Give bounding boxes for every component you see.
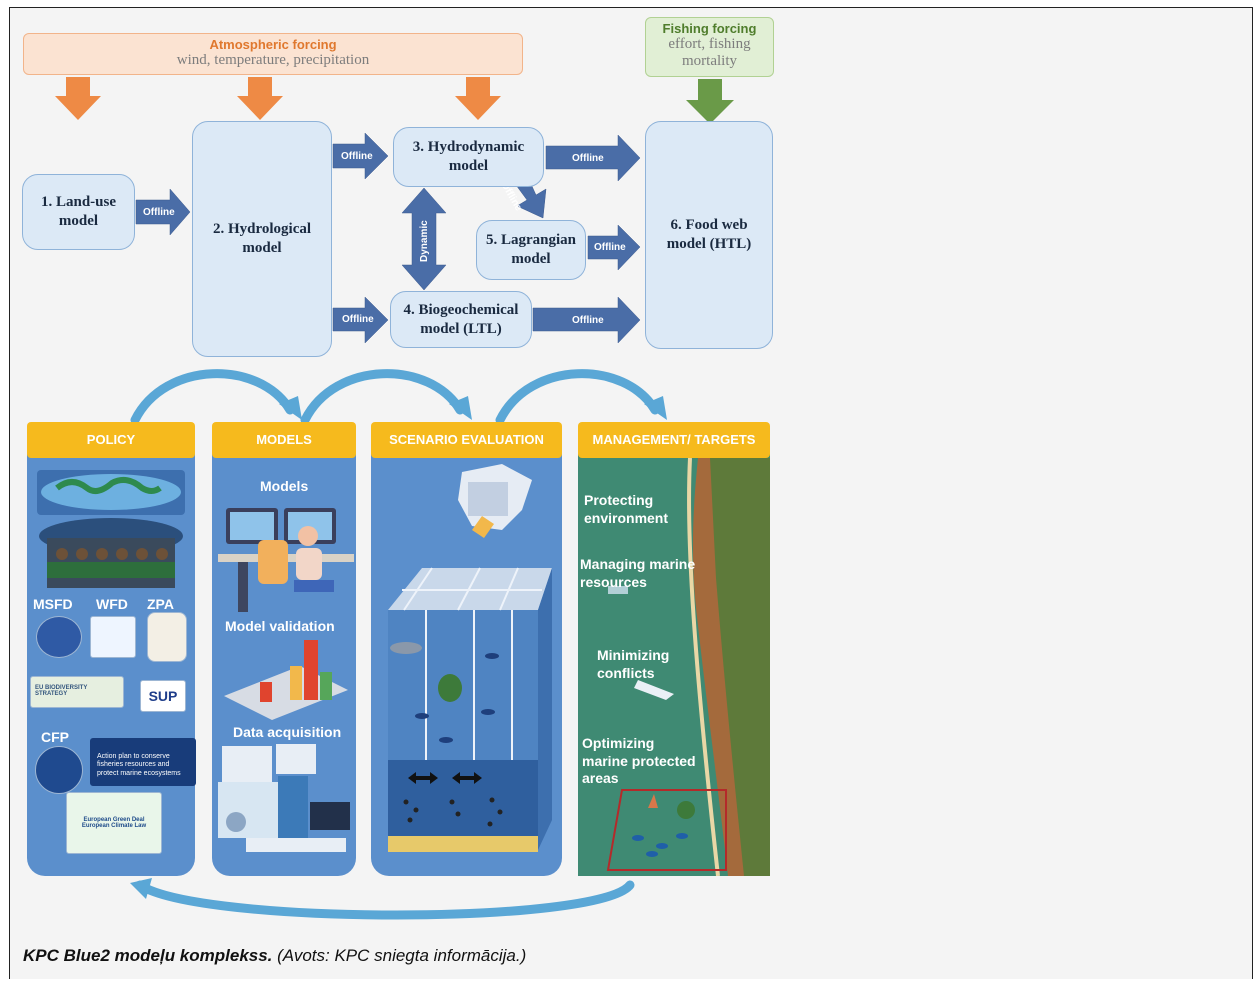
atmospheric-forcing-title: Atmospheric forcing	[209, 37, 337, 52]
caption-bold: KPC Blue2 modeļu komplekss.	[23, 946, 273, 965]
action-plan-banner: Action plan to conserve fisheries resour…	[90, 738, 196, 786]
dynamic-double-arrow	[401, 187, 447, 291]
curve-management-policy	[135, 880, 635, 920]
curve-policy-models	[130, 369, 295, 425]
offline-label-5: Offline	[594, 242, 626, 253]
data-acquisition-illustration	[218, 744, 350, 852]
biogeochemical-model-box: 4. Biogeochemical model (LTL)	[390, 291, 532, 348]
zpa-logo	[147, 612, 187, 662]
offline-label-2: Offline	[341, 151, 373, 162]
offline-label-1: Offline	[143, 207, 175, 218]
fishing-arrow	[686, 79, 734, 124]
hydrodynamic-model-box: 3. Hydrodynamic model	[393, 127, 544, 187]
models-header: MODELS	[212, 422, 356, 458]
model-validation-illustration	[224, 640, 348, 720]
models-item-validation: Model validation	[225, 618, 335, 634]
fishing-forcing-title: Fishing forcing	[662, 21, 757, 36]
action-plan-text: Action plan to conserve fisheries resour…	[97, 753, 181, 777]
biodiversity-strategy-banner: EU BIODIVERSITY STRATEGY	[30, 676, 124, 708]
atmospheric-forcing-subtitle: wind, temperature, precipitation	[176, 52, 370, 68]
caption-rest: (Avots: KPC sniegta informācija.)	[272, 946, 527, 965]
biodiversity-strategy-text: EU BIODIVERSITY STRATEGY	[35, 685, 88, 697]
models-item-models: Models	[260, 478, 309, 494]
figure-caption: KPC Blue2 modeļu komplekss. (Avots: KPC …	[23, 946, 526, 966]
arrow-hydrodynamic-foodweb	[545, 134, 641, 182]
management-item-minimizing: Minimizing conflicts	[597, 647, 670, 681]
cfp-logo	[35, 746, 83, 794]
policy-label-cfp: CFP	[41, 729, 69, 745]
offline-label-4: Offline	[572, 153, 604, 164]
sup-text: SUP	[148, 688, 178, 704]
management-satellite-map	[578, 458, 770, 876]
fishing-forcing-subtitle: effort, fishing mortality	[668, 36, 751, 70]
policy-illustrations	[37, 470, 185, 588]
offline-label-6: Offline	[572, 315, 604, 326]
arrow-biogeochemical-foodweb	[532, 296, 641, 344]
sup-logo: SUP	[140, 680, 186, 712]
scenario-header: SCENARIO EVALUATION	[371, 422, 562, 458]
models-workstation-illustration	[218, 508, 354, 612]
scenario-illustration	[388, 464, 552, 852]
curve-scenario-management	[495, 369, 660, 425]
management-item-protecting: Protecting environment	[584, 492, 669, 526]
models-item-data-acquisition: Data acquisition	[233, 724, 342, 740]
arrow-hydrological-hydrodynamic	[332, 132, 389, 180]
lagrangian-model-box: 5. Lagrangian model	[476, 220, 586, 280]
arrow-lagrangian-foodweb	[587, 224, 641, 271]
policy-label-zpa: ZPA	[147, 596, 174, 612]
land-use-model-box: 1. Land-use model	[22, 174, 135, 250]
hydrological-model-box: 2. Hydrological model	[192, 121, 332, 357]
offline-label-3: Offline	[342, 314, 374, 325]
management-item-managing: Managing marine resources	[580, 556, 696, 590]
dynamic-label: Dynamic	[419, 220, 430, 262]
arrow-hydrological-biogeochemical	[332, 296, 389, 344]
policy-header: POLICY	[27, 422, 195, 458]
green-deal-banner: European Green Deal European Climate Law	[66, 792, 162, 854]
management-item-optimizing: Optimizing marine protected areas	[582, 735, 696, 786]
atmospheric-arrows	[55, 77, 501, 120]
curve-models-scenario	[300, 369, 465, 425]
msfd-logo	[36, 616, 82, 658]
atmospheric-forcing-box: Atmospheric forcing wind, temperature, p…	[23, 33, 523, 75]
arrow-landuse-hydrological	[135, 188, 191, 236]
policy-label-msfd: MSFD	[33, 596, 73, 612]
food-web-model-box: 6. Food web model (HTL)	[645, 121, 773, 349]
green-deal-text: European Green Deal European Climate Law	[81, 817, 147, 829]
management-header: MANAGEMENT/ TARGETS	[578, 422, 770, 458]
wfd-logo	[90, 616, 136, 658]
policy-label-wfd: WFD	[96, 596, 128, 612]
fishing-forcing-box: Fishing forcing effort, fishing mortalit…	[645, 17, 774, 77]
